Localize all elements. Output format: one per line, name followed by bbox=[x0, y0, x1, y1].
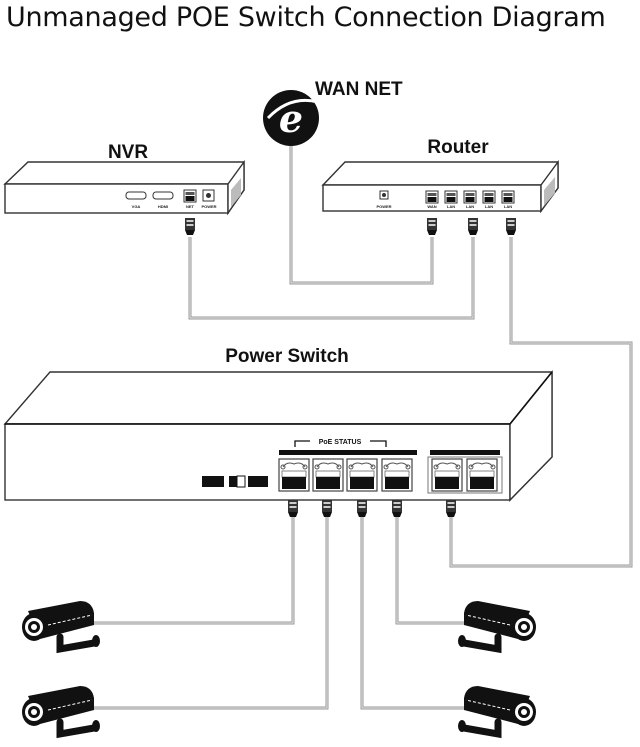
nvr-label: NVR bbox=[108, 142, 148, 163]
status-led bbox=[248, 476, 268, 487]
uplink-port-2 bbox=[466, 458, 498, 492]
poe-plug-4 bbox=[392, 500, 402, 517]
vga-port bbox=[125, 191, 147, 200]
svg-text:LAN: LAN bbox=[485, 204, 493, 209]
poe-plug-2 bbox=[322, 500, 332, 517]
power-switch-device: Power Switch PoE STATUS bbox=[3, 346, 553, 517]
cable-wan-to-router bbox=[289, 135, 434, 285]
router-lan-plug-1 bbox=[468, 218, 478, 235]
cable-router-to-switch bbox=[449, 237, 633, 568]
cable-poe1-to-camera bbox=[85, 515, 295, 625]
router-lan-port-2 bbox=[463, 190, 477, 204]
router-lan-port-4 bbox=[501, 190, 515, 204]
hdmi-port bbox=[152, 191, 174, 200]
net-label: NET bbox=[186, 204, 195, 209]
hdmi-label: HDMI bbox=[158, 204, 168, 209]
vga-label: VGA bbox=[132, 204, 141, 209]
cctv-camera-icon bbox=[22, 601, 100, 649]
svg-text:LAN: LAN bbox=[447, 204, 455, 209]
wan-net: e WAN NET bbox=[263, 79, 403, 146]
router-lan-port-3 bbox=[482, 190, 496, 204]
cable-poe4-to-camera bbox=[395, 515, 470, 625]
cable-nvr-to-router bbox=[188, 237, 475, 320]
poe-status-label: PoE STATUS bbox=[319, 439, 362, 446]
poe-port-2 bbox=[312, 458, 344, 492]
cable-poe3-to-camera bbox=[360, 515, 470, 710]
cctv-camera-icon bbox=[22, 686, 100, 734]
svg-text:LAN: LAN bbox=[466, 204, 474, 209]
diagram-title: Unmanaged POE Switch Connection Diagram bbox=[6, 2, 606, 33]
wan-net-label: WAN NET bbox=[315, 79, 403, 100]
uplink-plug bbox=[446, 500, 456, 517]
svg-text:WAN: WAN bbox=[427, 204, 436, 209]
camera-3 bbox=[458, 601, 536, 649]
router-wan-plug bbox=[427, 218, 437, 235]
poe-plug-1 bbox=[288, 500, 298, 517]
camera-4 bbox=[458, 686, 536, 734]
internet-globe-icon bbox=[263, 90, 319, 146]
nvr-device: NVR VGA HDMI NET POWER bbox=[3, 142, 245, 235]
camera-1 bbox=[22, 601, 100, 649]
camera-2 bbox=[22, 686, 100, 734]
poe-plug-3 bbox=[357, 500, 367, 517]
router-power-label: POWER bbox=[376, 204, 391, 209]
power-label: POWER bbox=[201, 204, 216, 209]
router-wan-port bbox=[425, 190, 439, 204]
cctv-camera-icon bbox=[458, 601, 536, 649]
status-led bbox=[202, 476, 224, 487]
router-lan-port-1 bbox=[444, 190, 458, 204]
cctv-camera-icon bbox=[458, 686, 536, 734]
poe-port-1 bbox=[278, 458, 310, 492]
status-led bbox=[236, 475, 246, 488]
status-led bbox=[229, 476, 237, 487]
poe-port-3 bbox=[346, 458, 378, 492]
nvr-cable-plug bbox=[185, 218, 195, 235]
svg-text:LAN: LAN bbox=[504, 204, 512, 209]
power-switch-label: Power Switch bbox=[225, 346, 349, 367]
poe-port-4 bbox=[381, 458, 413, 492]
router-lan-plug-2 bbox=[506, 218, 516, 235]
router-device: Router POWER WAN LAN LAN LAN LAN bbox=[321, 137, 559, 235]
router-label: Router bbox=[427, 137, 489, 158]
uplink-port-1 bbox=[431, 458, 463, 492]
nvr-net-port bbox=[183, 189, 197, 203]
cable-poe2-to-camera bbox=[88, 515, 329, 710]
